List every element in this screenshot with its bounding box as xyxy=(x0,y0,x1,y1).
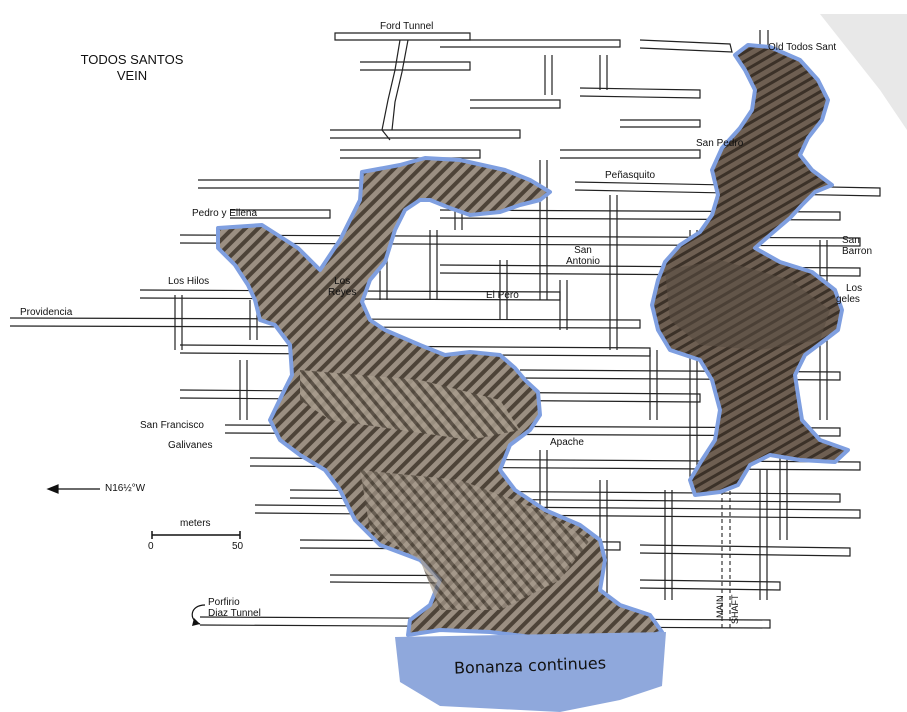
porfirio-arrow-head xyxy=(192,618,200,626)
main-shaft xyxy=(721,470,731,630)
label-apache: Apache xyxy=(550,437,584,448)
label-ford-tunnel: Ford Tunnel xyxy=(380,21,434,32)
label-el-pero: El Pero xyxy=(486,290,519,301)
label-los-reyes: Los Reyes xyxy=(328,276,356,298)
scale-bar xyxy=(151,531,241,539)
label-providencia: Providencia xyxy=(20,307,73,318)
label-los-angeles-line2: geles xyxy=(836,294,860,305)
label-san-antonio-line2: Antonio xyxy=(566,256,600,267)
label-san-antonio: San Antonio xyxy=(566,245,600,267)
label-los-angeles-line1: Los xyxy=(846,283,863,294)
label-main-shaft-1: MAIN xyxy=(715,595,725,619)
ore-texture-right xyxy=(665,260,830,350)
bonanza-banner xyxy=(395,632,666,712)
label-los-angeles: Los geles xyxy=(836,283,862,305)
label-san-pedro: San Pedro xyxy=(696,138,744,149)
page-corner xyxy=(820,14,907,130)
label-los-reyes-line1: Los xyxy=(334,276,351,287)
label-galivanes: Galivanes xyxy=(168,440,213,451)
label-san-barron-line1: San xyxy=(842,235,860,246)
label-pedro-y-ellena: Pedro y Ellena xyxy=(192,208,258,219)
map-title: TODOS SANTOS VEIN xyxy=(72,52,192,85)
ore-texture-left-lower xyxy=(360,470,590,610)
scale-end: 50 xyxy=(232,541,244,552)
ore-texture-left xyxy=(300,370,520,440)
label-penasquito: Peñasquito xyxy=(605,170,656,181)
label-old-todos-santos: Old Todos Sant xyxy=(768,42,837,53)
label-porfirio-diaz-tunnel: Porfirio Diaz Tunnel xyxy=(208,597,261,619)
map-title-line2: VEIN xyxy=(116,68,148,84)
orientation-label: N16½°W xyxy=(105,483,146,494)
label-porfirio-line2: Diaz Tunnel xyxy=(208,608,261,619)
label-main-shaft-2: SHAFT xyxy=(730,594,740,624)
label-san-francisco: San Francisco xyxy=(140,420,204,431)
label-porfirio-line1: Porfirio xyxy=(208,597,240,608)
scale-unit: meters xyxy=(180,518,211,529)
label-los-hilos: Los Hilos xyxy=(168,276,210,287)
orientation-arrow xyxy=(46,484,100,494)
label-san-antonio-line1: San xyxy=(574,245,592,256)
map-title-line1: TODOS SANTOS xyxy=(80,52,184,67)
label-los-reyes-line2: Reyes xyxy=(328,287,357,298)
scale-start: 0 xyxy=(148,541,154,552)
label-san-barron: San Barron xyxy=(842,235,872,257)
label-san-barron-line2: Barron xyxy=(842,246,873,257)
